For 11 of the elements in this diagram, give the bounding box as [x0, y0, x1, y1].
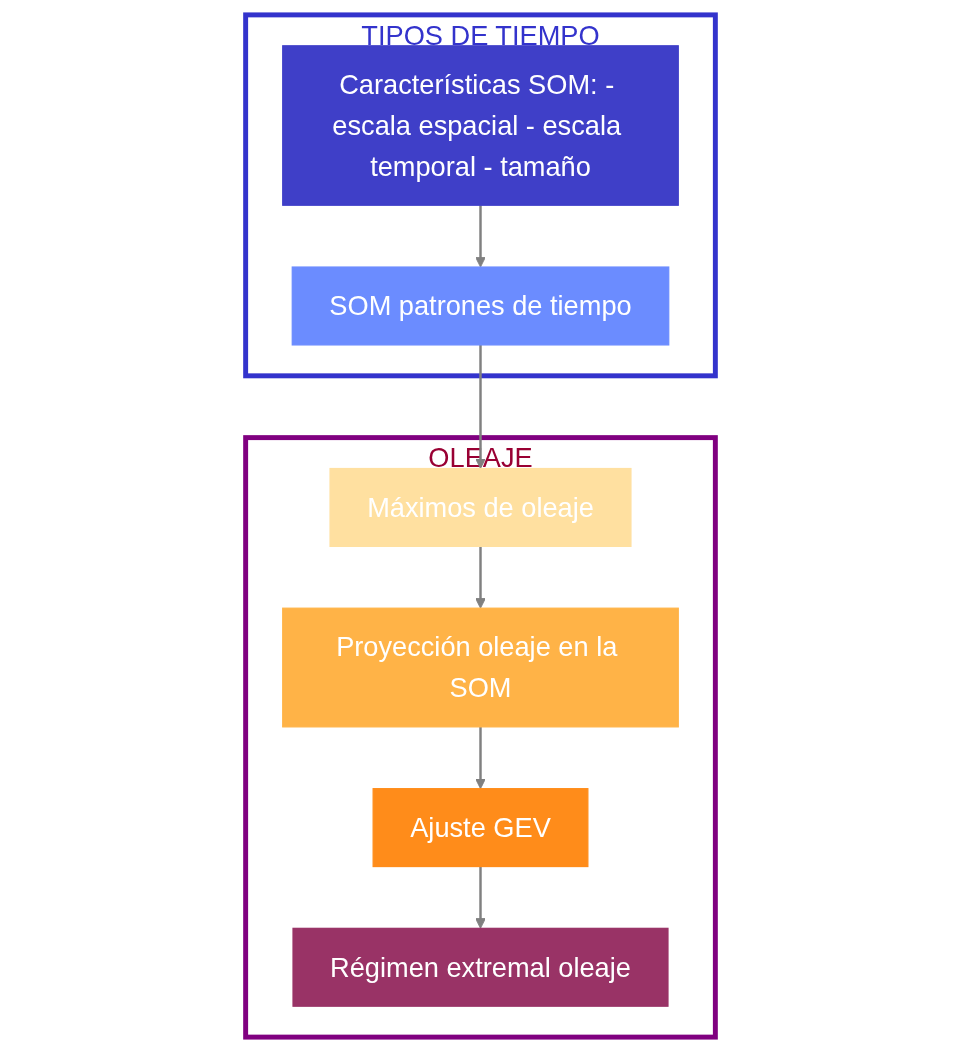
- node-box: Máximos de oleaje: [329, 467, 632, 547]
- arrow: [475, 205, 486, 268]
- node-box: Proyección oleaje en la SOM: [282, 607, 679, 728]
- arrow: [475, 726, 486, 790]
- node-box: Características SOM: - escala espacial - escala temporal - tamaño: [282, 45, 679, 206]
- node-box: SOM patrones de tiempo: [291, 266, 670, 346]
- arrow: [475, 344, 486, 469]
- arrow: [475, 546, 486, 609]
- node-box: Régimen extremal oleaje: [292, 927, 669, 1007]
- arrow: [475, 866, 486, 929]
- node-box: Ajuste GEV: [372, 788, 589, 868]
